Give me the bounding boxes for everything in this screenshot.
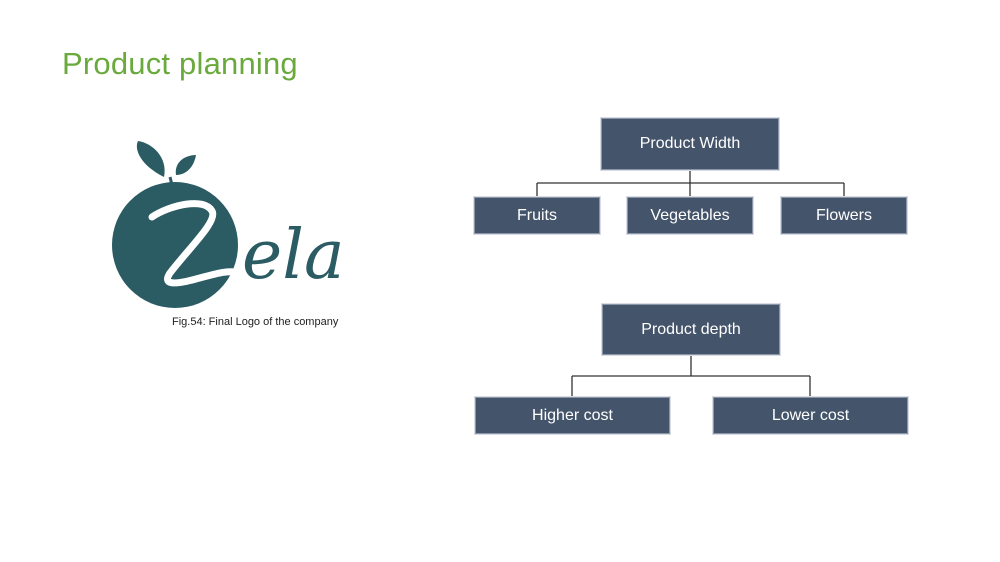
slide-title: Product planning	[62, 46, 298, 81]
figure-caption: Fig.54: Final Logo of the company	[172, 316, 339, 328]
node-higher-cost: Higher cost	[475, 397, 670, 434]
node-lower-cost: Lower cost	[713, 397, 908, 434]
zela-logo-graphic: ela	[112, 141, 345, 308]
node-product-depth: Product depth	[602, 304, 780, 355]
node-vegetables: Vegetables	[627, 197, 753, 234]
node-fruits: Fruits	[474, 197, 600, 234]
leaf-left-icon	[136, 141, 165, 177]
leaf-right-icon	[175, 155, 196, 175]
company-logo: ela	[100, 135, 370, 310]
node-flowers: Flowers	[781, 197, 907, 234]
logo-ela-letters: ela	[242, 216, 345, 295]
logo-z-letter	[148, 200, 244, 287]
node-product-width: Product Width	[601, 118, 779, 170]
